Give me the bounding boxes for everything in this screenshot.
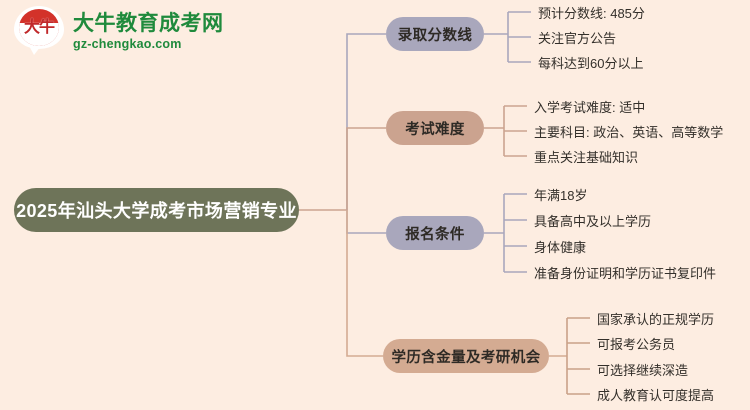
leaf-item: 预计分数线: 485分 [538,6,645,21]
leaf-item: 年满18岁 [534,188,588,203]
leaf-item: 成人教育认可度提高 [597,388,715,403]
logo-disc-icon: 大牛 [19,9,59,46]
mindmap-root-node[interactable]: 2025年汕头大学成考市场营销专业 [14,188,299,232]
leaf-item: 重点关注基础知识 [534,150,639,165]
branch-node-application-requirements[interactable]: 报名条件 [386,216,484,250]
leaf-item: 每科达到60分以上 [538,56,644,71]
logo-text-block: 大牛教育成考网 gz-chengkao.com [73,13,224,51]
leaf-item: 国家承认的正规学历 [597,312,715,327]
leaf-item: 可报考公务员 [597,337,676,352]
leaf-item: 可选择继续深造 [597,363,689,378]
leaf-item: 主要科目: 政治、英语、高等数学 [534,125,724,140]
logo-mark-icon: 大牛 [14,6,64,58]
logo-subtitle: gz-chengkao.com [73,37,182,52]
branch-node-degree-value[interactable]: 学历含金量及考研机会 [383,339,549,373]
leaf-item: 关注官方公告 [538,31,617,46]
branch-node-exam-difficulty[interactable]: 考试难度 [386,111,484,145]
logo-title: 大牛教育成考网 [73,12,224,36]
logo-disc-lower-half [19,23,59,46]
branch-node-admission-score[interactable]: 录取分数线 [386,17,484,51]
site-logo: 大牛 大牛教育成考网 gz-chengkao.com [14,6,224,58]
leaf-item: 入学考试难度: 适中 [534,100,646,115]
logo-mark-label: 大牛 [23,18,55,36]
leaf-item: 准备身份证明和学历证书复印件 [534,266,717,281]
leaf-item: 身体健康 [534,240,587,255]
leaf-item: 具备高中及以上学历 [534,214,652,229]
